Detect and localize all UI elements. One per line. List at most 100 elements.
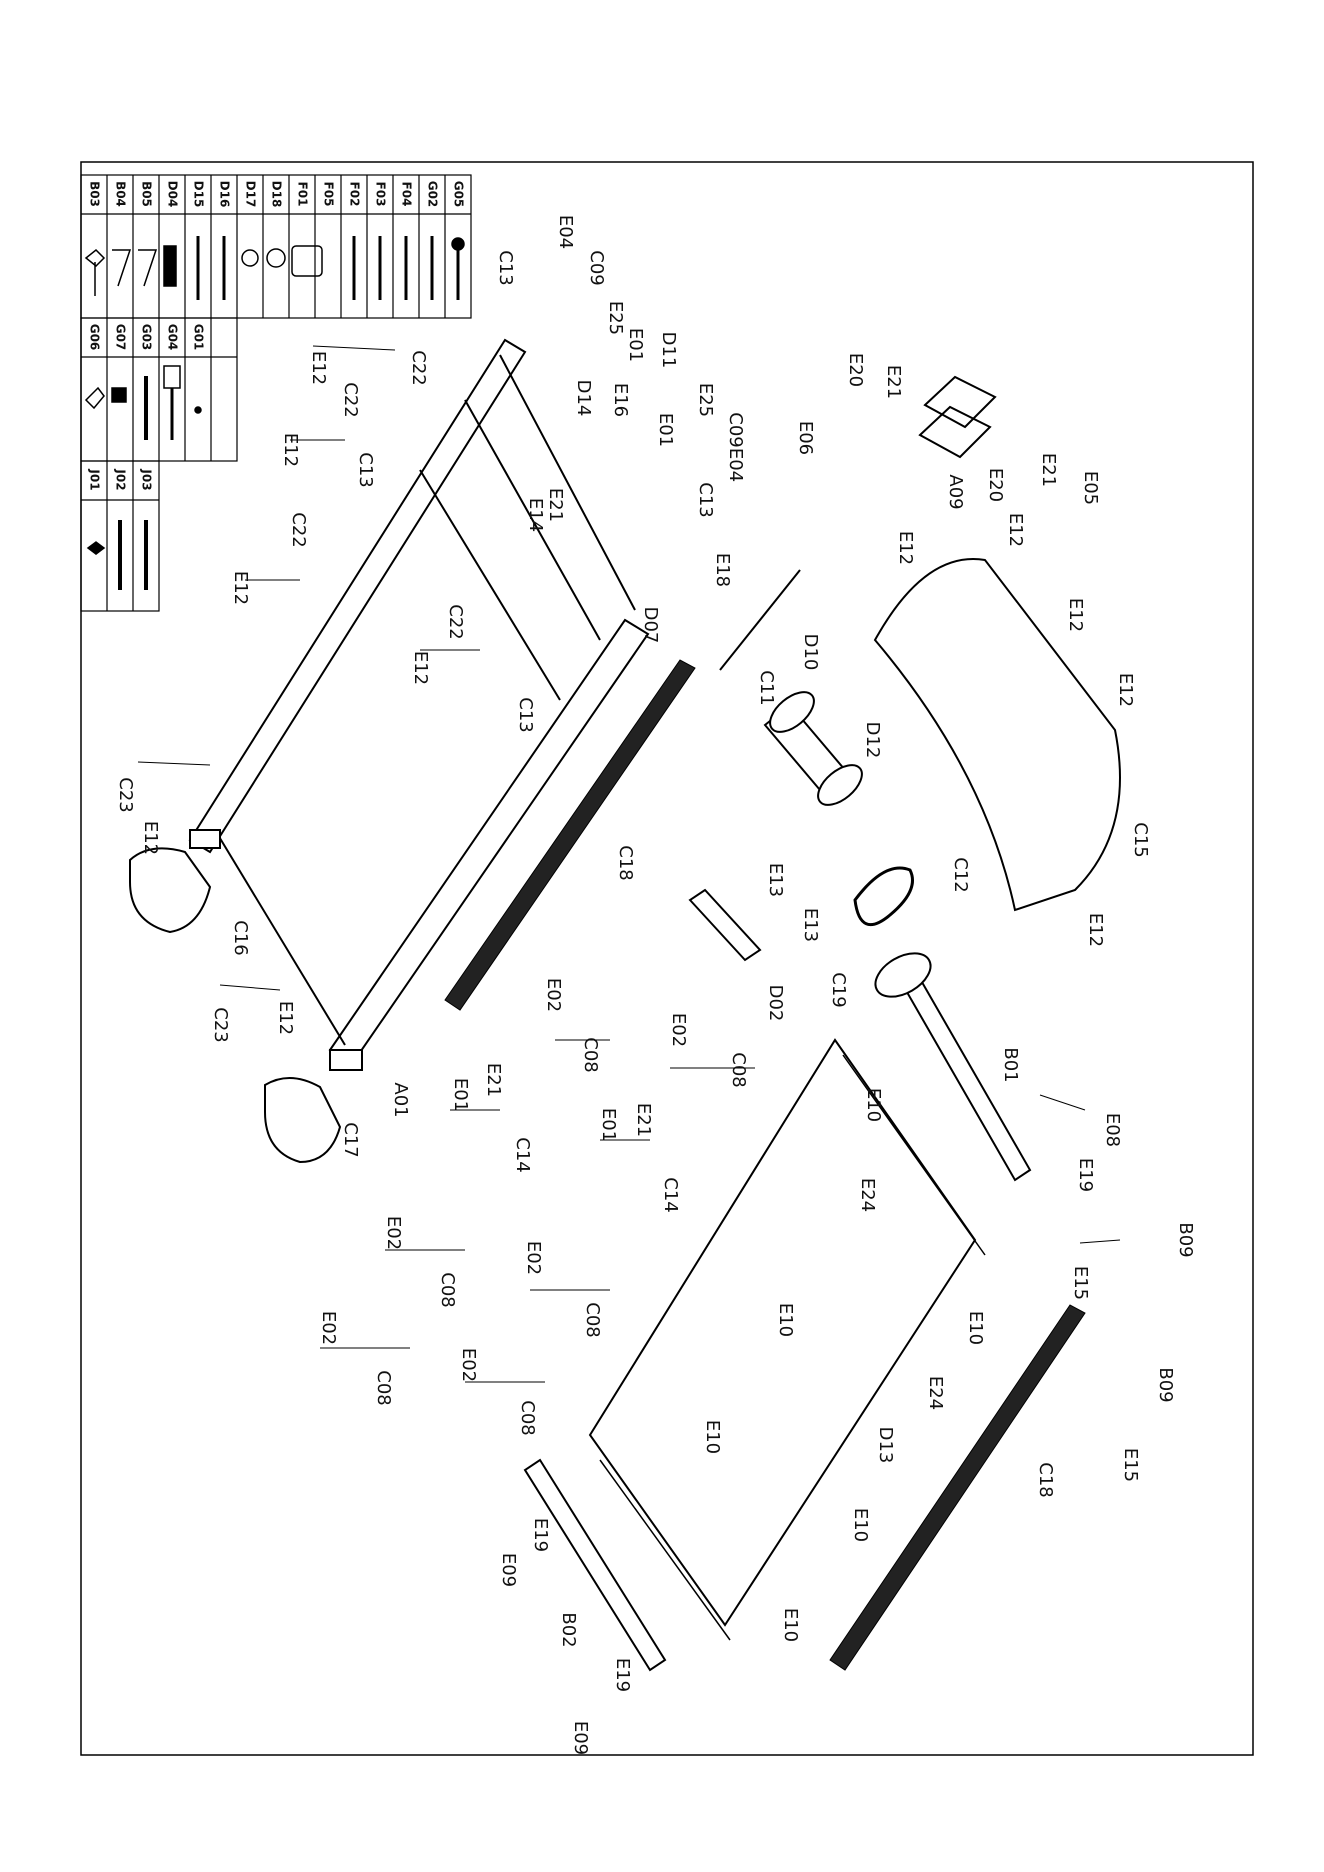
callout-c14: C14	[512, 1137, 533, 1172]
callout-e10: E10	[965, 1311, 986, 1345]
callout-d10: D10	[800, 634, 821, 671]
tool-icon	[84, 386, 105, 410]
callout-c22: C22	[408, 350, 429, 385]
parts-table	[80, 174, 472, 612]
parts-table-code: F02	[348, 182, 362, 207]
callout-e05: E05	[1080, 471, 1101, 505]
callout-e12: E12	[895, 531, 916, 565]
parts-table-icons	[84, 236, 465, 590]
callout-c14: C14	[660, 1177, 681, 1212]
parts-table-code: G01	[192, 324, 206, 351]
callout-d02: D02	[765, 985, 786, 1022]
drive-belt	[853, 866, 914, 926]
callout-c16: C16	[230, 920, 251, 955]
callout-b09: B09	[1155, 1367, 1176, 1402]
callout-c08: C08	[728, 1052, 749, 1087]
cap-icon	[241, 249, 259, 267]
callout-c08: C08	[582, 1302, 603, 1337]
callout-c22: C22	[445, 604, 466, 639]
callout-c09: C09	[725, 412, 746, 447]
wrench-icon	[84, 248, 106, 296]
main-frame	[188, 338, 650, 1071]
callout-c22: C22	[288, 512, 309, 547]
callout-e21: E21	[483, 1063, 504, 1097]
parts-table-code: G03	[140, 324, 154, 351]
callout-c22: C22	[340, 382, 361, 417]
callout-e02: E02	[318, 1311, 339, 1345]
callout-e25: E25	[605, 301, 626, 335]
callout-c19: C19	[828, 972, 849, 1007]
callout-e10: E10	[775, 1303, 796, 1337]
callout-e02: E02	[458, 1348, 479, 1382]
callout-c09: C09	[586, 250, 607, 285]
callout-e10: E10	[850, 1508, 871, 1542]
callout-e02: E02	[383, 1216, 404, 1250]
callout-e10: E10	[863, 1088, 884, 1122]
parts-table-code: D15	[192, 181, 206, 208]
parts-table-code: B03	[88, 181, 102, 207]
callout-e13: E13	[765, 863, 786, 897]
callout-c08: C08	[517, 1400, 538, 1435]
parts-table-code: J03	[140, 468, 154, 490]
callout-e06: E06	[795, 421, 816, 455]
parts-table-code: F01	[296, 182, 310, 207]
parts-table-code: J01	[88, 468, 102, 490]
callout-e02: E02	[523, 1241, 544, 1275]
rear-cap-left	[129, 847, 212, 934]
callout-c13: C13	[695, 482, 716, 517]
callout-c08: C08	[437, 1272, 458, 1307]
callout-e12: E12	[410, 651, 431, 685]
front-roller	[874, 952, 1032, 1182]
side-rail-upper	[444, 659, 696, 1011]
callout-a01: A01	[390, 1082, 411, 1117]
motor	[763, 691, 863, 806]
motor-bracket	[688, 888, 762, 962]
callout-e24: E24	[925, 1376, 946, 1410]
callout-e19: E19	[612, 1658, 633, 1692]
callout-e15: E15	[1070, 1266, 1091, 1300]
leader-lines	[137, 345, 1121, 1383]
parts-table-code: B04	[114, 181, 128, 207]
parts-table-code: F05	[322, 182, 336, 207]
callout-e10: E10	[780, 1608, 801, 1642]
callout-e19: E19	[530, 1518, 551, 1552]
callout-e12: E12	[280, 433, 301, 467]
callout-c13: C13	[515, 697, 536, 732]
callout-e24: E24	[857, 1178, 878, 1212]
handle-icon	[163, 365, 181, 389]
callout-e19: E19	[1075, 1158, 1096, 1192]
parts-table-code: G05	[452, 181, 466, 208]
callout-c17: C17	[340, 1122, 361, 1157]
parts-table-code: G06	[88, 324, 102, 351]
callout-e20: E20	[985, 468, 1006, 502]
parts-table-code: F04	[400, 182, 414, 207]
cap-icon	[266, 248, 286, 268]
callout-c08: C08	[580, 1037, 601, 1072]
callout-e04: E04	[725, 448, 746, 482]
callout-b09: B09	[1175, 1222, 1196, 1257]
parts-table-code: G07	[114, 324, 128, 351]
callout-e20: E20	[845, 353, 866, 387]
callout-c23: C23	[115, 777, 136, 812]
callout-c13: C13	[495, 250, 516, 285]
callout-c11: C11	[756, 670, 777, 705]
callout-e21: E21	[883, 365, 904, 399]
callout-e08: E08	[1102, 1113, 1123, 1147]
callout-c13: C13	[355, 452, 376, 487]
callout-a09: A09	[945, 474, 966, 509]
callout-labels: E04E04C13C13C13C13C09C09E25E25E01E01E01E…	[115, 215, 1196, 1755]
callout-e12: E12	[275, 1001, 296, 1035]
callout-d11: D11	[658, 332, 679, 369]
callout-e09: E09	[498, 1553, 519, 1587]
power-cord	[719, 569, 801, 671]
callout-e18: E18	[712, 553, 733, 587]
callout-c12: C12	[950, 857, 971, 892]
callout-e04: E04	[555, 215, 576, 249]
callout-e12: E12	[308, 351, 329, 385]
callout-e01: E01	[625, 328, 646, 362]
callout-b01: B01	[1000, 1047, 1021, 1082]
motor-mount-bracket	[918, 375, 997, 459]
callout-d14: D14	[573, 380, 594, 417]
nut-icon	[86, 541, 106, 555]
